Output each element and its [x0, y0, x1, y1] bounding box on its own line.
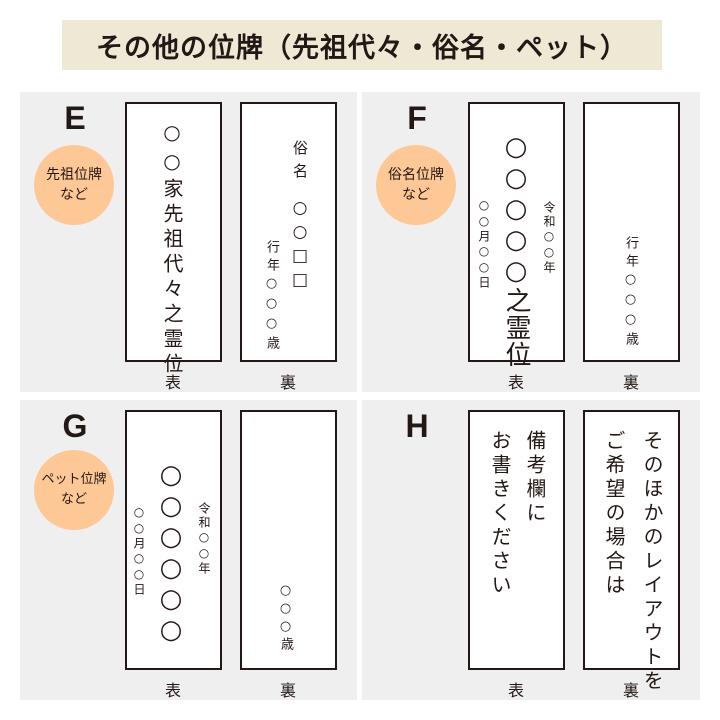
back-label: 裏: [279, 373, 296, 392]
layout-letter-g: G: [62, 408, 88, 444]
back-label: 裏: [279, 681, 296, 700]
tablet-front-e: [125, 102, 222, 362]
note-h-back-line2: ご希望の場合は: [602, 430, 626, 598]
category-badge-f: 俗名位牌など: [376, 145, 456, 225]
badge-line: 俗名位牌: [388, 167, 444, 183]
inscription-f-date-left: ○○月○○日: [477, 198, 491, 290]
front-label: 表: [164, 681, 181, 700]
front-label: 表: [507, 681, 524, 700]
inscription-g-front: ○○○○○○: [156, 460, 186, 646]
layout-letter-f: F: [407, 100, 427, 136]
inscription-f-date-right: 令和○○年: [542, 201, 556, 275]
page-title: その他の位牌（先祖代々・俗名・ペット）: [62, 20, 662, 70]
tablet-back-h: [583, 410, 680, 670]
inscription-e-name: ○○□□: [290, 198, 310, 294]
tablet-front-g: [125, 410, 222, 670]
category-badge-g: ペット位牌など: [34, 450, 114, 530]
inscription-g-date-left: ○○月○○日: [132, 505, 146, 597]
badge-line: など: [60, 492, 87, 507]
tablet-front-f: [468, 102, 565, 362]
badge-line: 先祖位牌: [46, 167, 102, 183]
inscription-g-date-right: 令和○○年: [197, 502, 211, 576]
note-h-back-line1: そのほかのレイアウトを: [640, 430, 664, 694]
inscription-e-age: 行年○○○歳: [264, 240, 279, 354]
badge-line: ペット位牌: [41, 472, 107, 487]
tablet-front-h: [468, 410, 565, 670]
category-badge-e: 先祖位牌など: [34, 145, 114, 225]
layout-letter-e: E: [64, 100, 86, 136]
badge-line: など: [402, 187, 430, 203]
tablet-back-g: [240, 410, 337, 670]
front-label: 表: [164, 373, 181, 392]
inscription-g-age: ○○○歳: [278, 583, 293, 653]
back-label: 裏: [622, 681, 639, 700]
badge-line: など: [60, 187, 88, 203]
tablet-back-e: [240, 102, 337, 362]
tablet-back-f: [583, 102, 680, 362]
inscription-e-front: ○○家先祖代々之霊位: [160, 120, 184, 378]
inscription-f-front: ○○○○○之霊位: [501, 132, 531, 368]
note-h-front-line1: 備考欄に: [523, 430, 547, 526]
front-label: 表: [507, 373, 524, 392]
inscription-f-age: 行年○○○歳: [623, 236, 638, 350]
inscription-e-name-label: 俗名: [291, 140, 309, 186]
note-h-front-line2: お書きください: [488, 430, 512, 598]
layout-letter-h: H: [405, 408, 429, 444]
back-label: 裏: [622, 373, 639, 392]
